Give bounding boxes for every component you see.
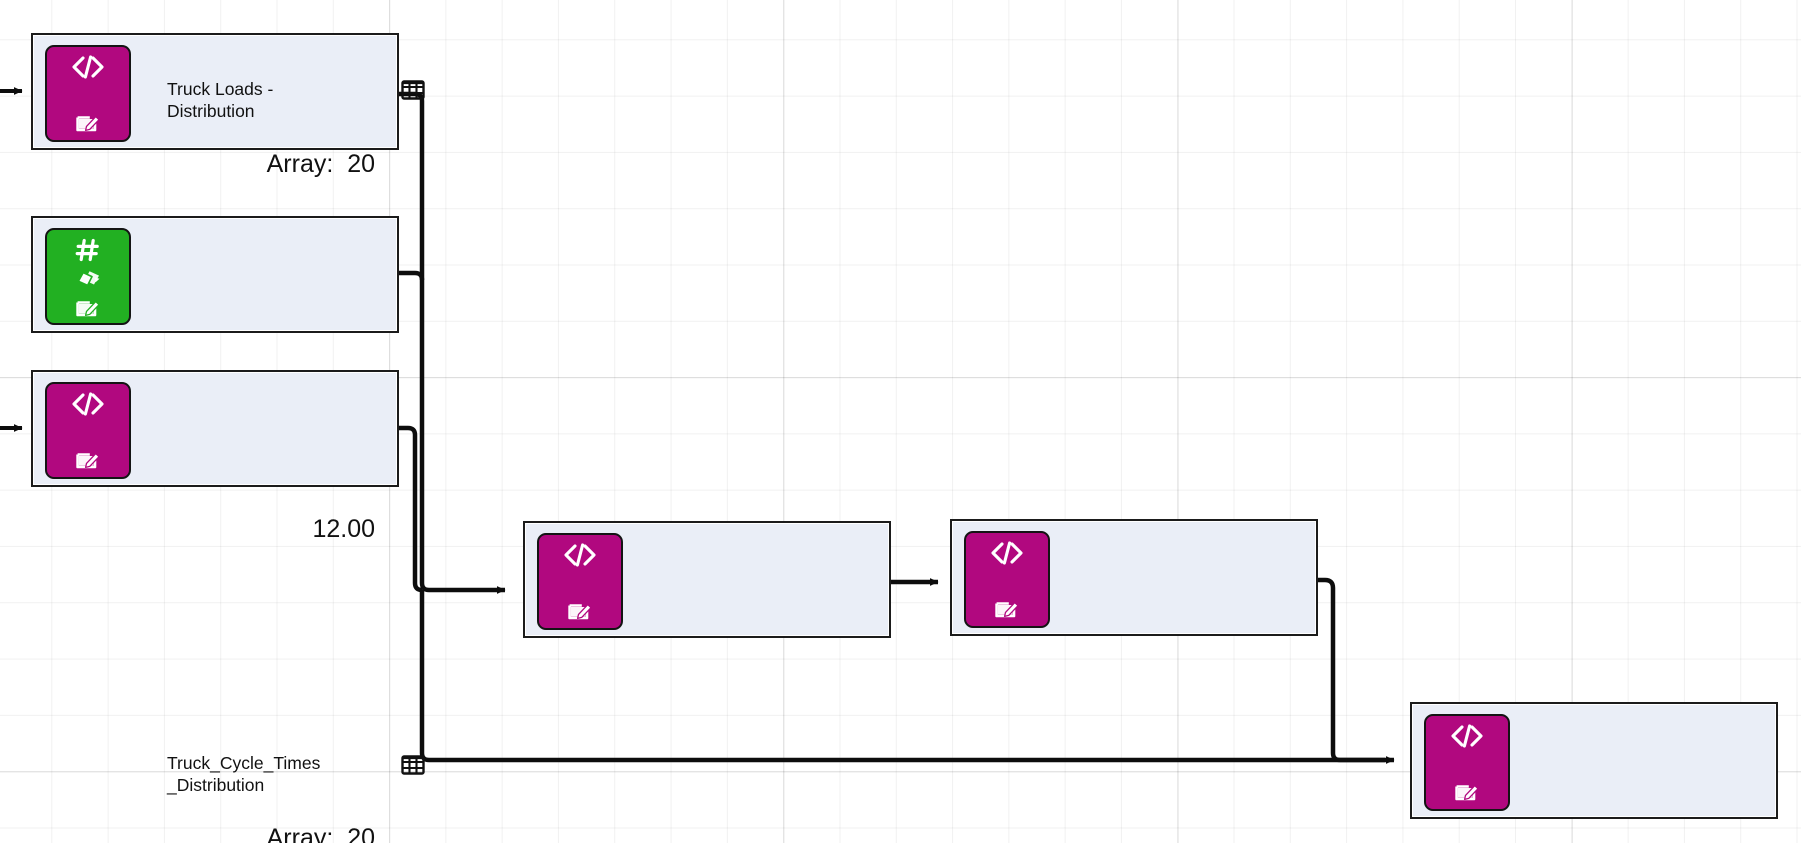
node-truck-loads-distribution[interactable]: Truck Loads - Distribution Array: 20 [31, 33, 425, 178]
code-icon [990, 541, 1024, 565]
node-operating-hours[interactable]: Operating_Hours 12.00 [31, 216, 399, 543]
node-total-tonnes-moved-per-shift[interactable]: Total tonnes moved per shift 167.67 [1410, 702, 1778, 819]
table-icon[interactable] [401, 754, 425, 776]
hash-icon [75, 238, 101, 262]
node-icon-code[interactable] [45, 382, 131, 479]
wire-truck-loads-to-trips [399, 91, 506, 594]
code-icon [563, 543, 597, 567]
edit-icon[interactable] [567, 598, 593, 622]
wire-number-of-trips-to-total-tonnes [1318, 577, 1395, 764]
code-icon [71, 392, 105, 416]
node-icon-code[interactable] [537, 533, 623, 630]
node-number-of-trips-in-operating-hours[interactable]: Number of trips in Operating Hours Code [523, 521, 891, 638]
wire-operating-hours-to-trips [399, 270, 425, 281]
node-value: Array: 20 [266, 824, 375, 843]
node-truck-cycle-times-distribution[interactable]: Truck_Cycle_Times _Distribution Array: 2… [31, 370, 425, 843]
node-icon-code[interactable] [45, 45, 131, 142]
edit-icon[interactable] [75, 110, 101, 134]
table-icon[interactable] [401, 79, 425, 101]
node-value: Array: 20 [266, 150, 375, 178]
node-icon-number[interactable] [45, 228, 131, 325]
node-icon-code[interactable] [1424, 714, 1510, 811]
layers-icon [75, 268, 102, 289]
node-icon-code[interactable] [964, 531, 1050, 628]
edit-icon[interactable] [1454, 779, 1480, 803]
node-number-of-trips[interactable]: Number of trips 13.00 [950, 519, 1318, 636]
edit-icon[interactable] [75, 447, 101, 471]
node-title: Truck_Cycle_Times _Distribution [167, 753, 321, 795]
edit-icon[interactable] [75, 295, 101, 319]
edit-icon[interactable] [994, 596, 1020, 620]
node-title: Truck Loads - Distribution [167, 79, 274, 121]
wire-truck-cycle-to-trips [399, 425, 423, 593]
code-icon [1450, 724, 1484, 748]
node-value: 12.00 [312, 515, 375, 543]
code-icon [71, 55, 105, 79]
